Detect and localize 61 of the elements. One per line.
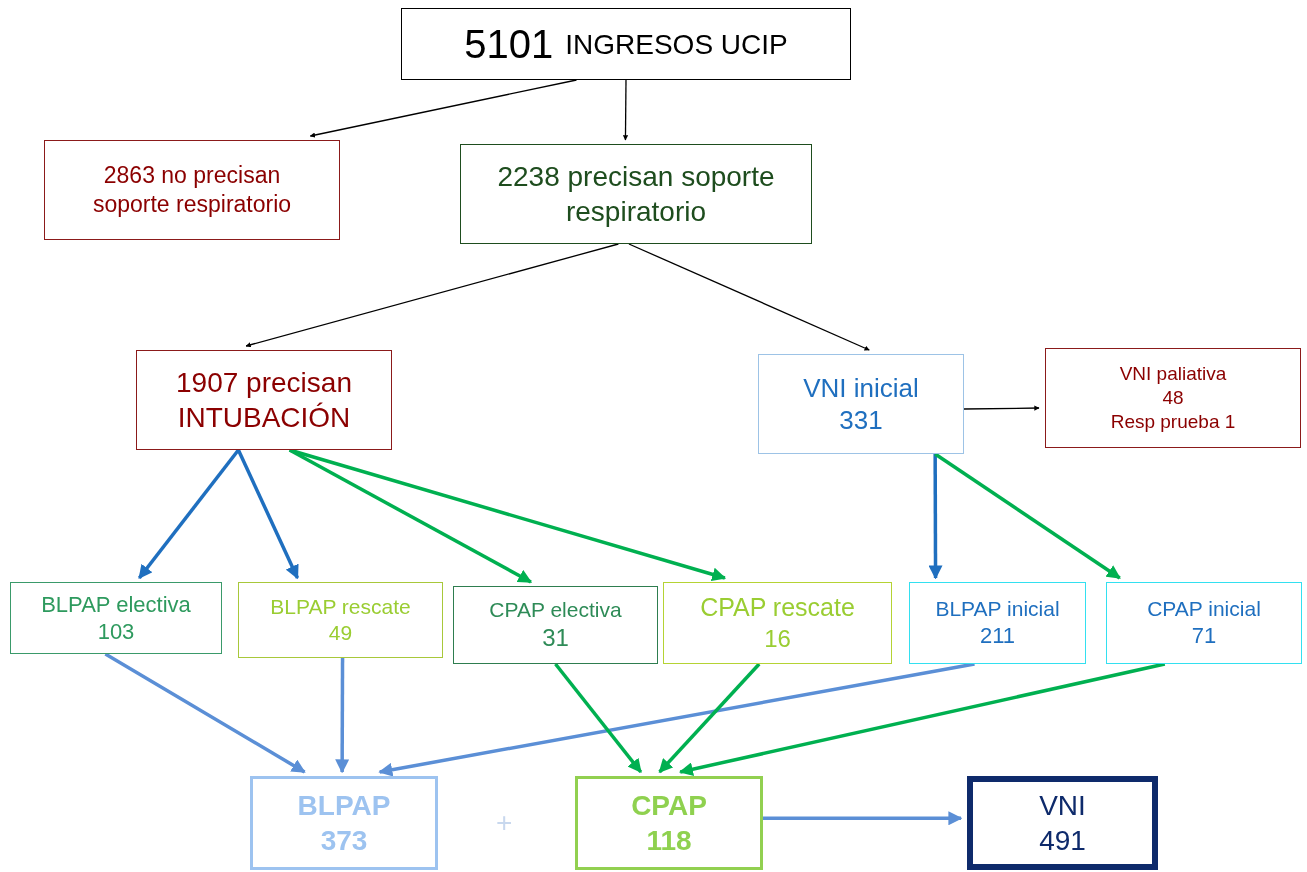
process-box [758,354,964,454]
process-box [453,586,658,664]
node-text: 118 [646,824,692,858]
node-text: 48 [1162,386,1184,410]
node-text: BLPAP [297,789,391,823]
node-text: VNI paliativa [1119,362,1227,387]
node-text: BLPAP rescate [270,593,411,620]
result-box [967,776,1158,870]
arrow [378,662,975,777]
process-box [250,776,438,870]
arrow [137,448,240,580]
node-text: BLPAP inicial [935,596,1060,623]
process-box [909,582,1086,664]
node-text: 49 [328,620,353,646]
node-text: 2863 no precisan soporte respiratorio [91,161,293,219]
process-box [44,140,340,240]
node-text: 31 [542,623,569,654]
node-text: 331 [839,404,883,437]
node-text: 211 [979,622,1016,650]
process-box [460,144,812,244]
arrow [928,454,943,580]
node-text: CPAP inicial [1147,596,1261,623]
node-text: VNI inicial [803,371,919,404]
node-text: 16 [764,623,791,654]
arrow [763,811,963,826]
node-text: BLPAP electiva [41,590,191,618]
node-text: 103 [97,618,135,646]
node-text: Resp prueba 1 [1110,409,1236,434]
node-text: 491 [1039,824,1086,858]
node-text: 5101 [464,21,554,68]
arrow [104,652,306,774]
header-box [401,8,851,80]
arrow [554,662,643,774]
arrow [934,452,1121,580]
node-text: INGRESOS UCIP [565,27,788,62]
process-box [136,350,392,450]
node-text: 373 [320,824,368,858]
arrow [245,243,620,348]
arrow [963,405,1040,411]
arrow [622,79,629,141]
node-text: CPAP electiva [489,596,622,623]
plus-sign: + [496,806,513,840]
process-box [575,776,763,870]
process-box [663,582,892,664]
arrow [236,449,300,580]
process-box [1045,348,1301,448]
node-text: 1907 precisan INTUBACIÓN [175,366,353,435]
arrow [335,658,350,774]
node-text: CPAP rescate [700,592,855,624]
node-text: 2238 precisan soporte respiratorio [496,160,776,229]
arrow [628,243,870,351]
process-box [1106,582,1302,664]
process-box [238,582,443,658]
node-text: 71 [1191,622,1217,650]
arrow [289,448,727,582]
arrow [658,662,761,774]
arrow [309,79,578,138]
process-box [10,582,222,654]
arrow [678,662,1166,777]
node-text: VNI [1039,789,1086,823]
node-text: CPAP [631,789,707,823]
